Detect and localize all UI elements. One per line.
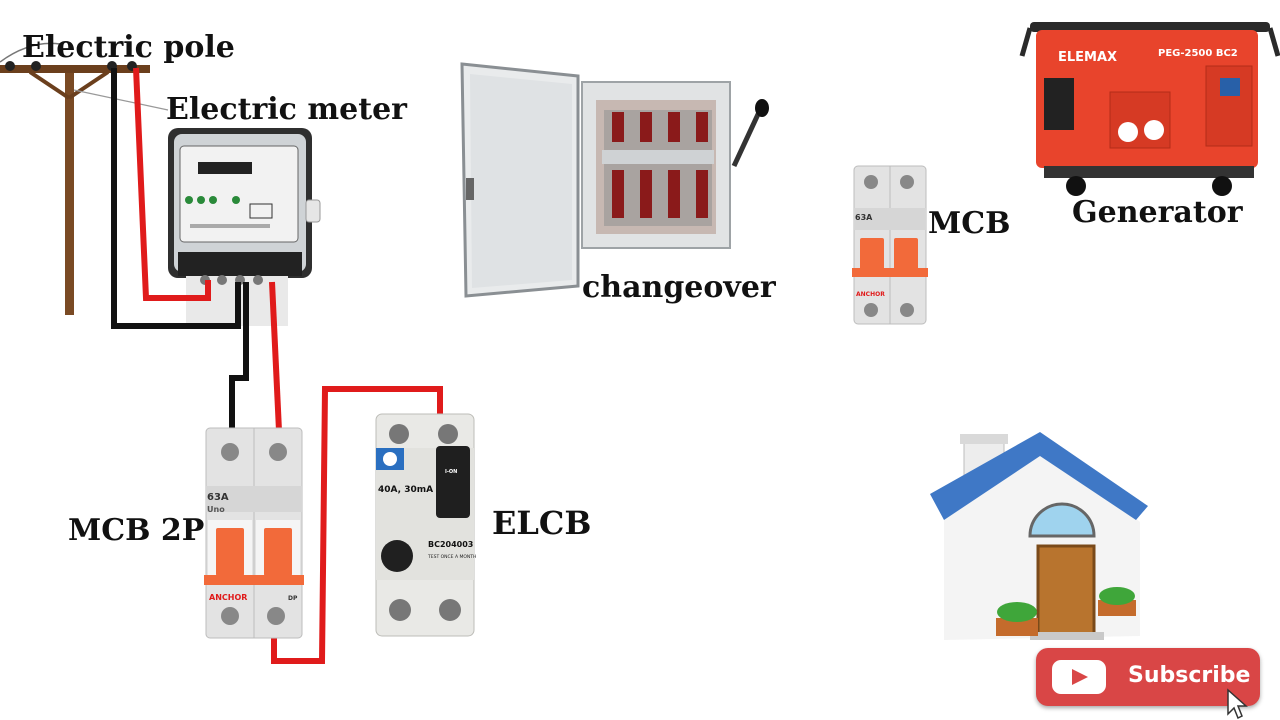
mcb: 63A ANCHOR xyxy=(852,165,928,325)
mcb-2p-pole: DP xyxy=(288,595,298,602)
mcb-2p: 63A Uno ANCHOR DP xyxy=(204,427,304,639)
wires xyxy=(111,67,443,664)
electric-meter xyxy=(168,128,321,326)
changeover-switch xyxy=(460,62,769,298)
mcb-2p-rating: 63A xyxy=(207,492,229,503)
elcb-switch-label: I-ON xyxy=(445,469,457,475)
label-electric-meter: Electric meter xyxy=(166,92,408,127)
label-mcb: MCB xyxy=(928,206,1010,241)
elcb-model: BC204003 xyxy=(428,540,473,549)
mcb-brand: ANCHOR xyxy=(856,291,885,298)
mcb-2p-series: Uno xyxy=(207,505,225,514)
generator-brand: ELEMAX xyxy=(1058,50,1117,65)
electric-pole xyxy=(0,42,169,315)
mcb-rating: 63A xyxy=(855,213,873,222)
label-changeover: changeover xyxy=(582,270,777,305)
elcb-test-text: TEST ONCE A MONTH xyxy=(427,554,476,560)
label-elcb: ELCB xyxy=(492,504,591,542)
generator-model: PEG-2500 BC2 xyxy=(1158,48,1238,59)
label-electric-pole: Electric pole xyxy=(22,30,235,65)
mouse-pointer-icon xyxy=(1227,688,1248,720)
label-generator: Generator xyxy=(1072,195,1244,230)
subscribe-label: Subscribe xyxy=(1128,663,1251,688)
label-mcb-2p: MCB 2P xyxy=(68,513,204,548)
house xyxy=(930,432,1148,640)
subscribe-button[interactable]: Subscribe xyxy=(1036,648,1260,706)
play-icon xyxy=(1052,660,1106,694)
generator: ELEMAX PEG-2500 BC2 xyxy=(1019,22,1280,196)
elcb: 40A, 30mA I-ON BC204003 TEST ONCE A MONT… xyxy=(375,413,476,637)
elcb-rating: 40A, 30mA xyxy=(378,485,433,495)
mcb-2p-brand: ANCHOR xyxy=(209,593,247,602)
